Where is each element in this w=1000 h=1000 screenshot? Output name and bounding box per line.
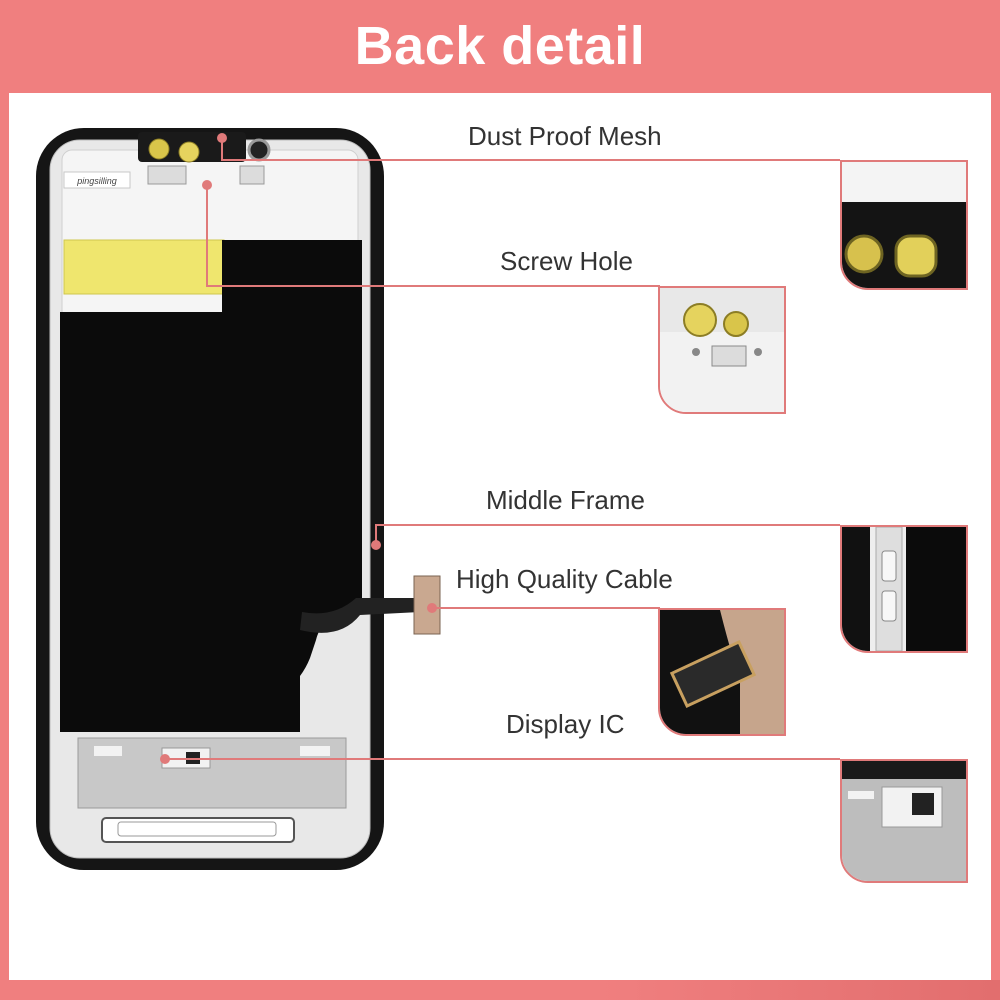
dust-proof-mesh-label: Dust Proof Mesh [468, 121, 662, 151]
ic-dot [160, 754, 170, 764]
callout-dots [160, 133, 437, 764]
dust-proof-mesh-inset [840, 160, 968, 290]
dust-line [221, 138, 840, 161]
flood-sensor [178, 141, 200, 163]
flex-cable-connector [413, 575, 441, 635]
yellow-tape [63, 239, 225, 295]
ic-label-1 [94, 746, 122, 756]
screw-bracket [147, 165, 187, 185]
high-quality-cable-label: High Quality Cable [456, 564, 673, 594]
dust-proof-mesh-detail [842, 162, 966, 288]
bottom-accent-stripe [0, 980, 1000, 1000]
display-ic-inset [840, 759, 968, 883]
screw-hole-inset [658, 286, 786, 414]
high-quality-cable-inset [658, 608, 786, 736]
header-bar: Back detail [0, 0, 1000, 92]
cable-dot [427, 603, 437, 613]
proximity-sensor [148, 138, 170, 160]
brand-sticker [63, 171, 131, 189]
graphite-sheet [60, 240, 362, 732]
middle-frame-inset [840, 525, 968, 653]
brand-sticker-text: pingsilling [76, 176, 117, 186]
earpiece-ring [247, 138, 271, 162]
screw-line [206, 185, 660, 287]
middle-frame-label: Middle Frame [486, 485, 645, 515]
screw-bracket-right [239, 165, 265, 185]
middle-frame-detail [842, 527, 966, 651]
page-title: Back detail [354, 16, 646, 76]
ic-label-2 [300, 746, 330, 756]
display-ic-label: Display IC [506, 709, 625, 739]
frame-dot [371, 540, 381, 550]
dust-dot [217, 133, 227, 143]
screw-hole-label: Screw Hole [500, 246, 633, 276]
callout-lines [165, 138, 840, 760]
bottom-slot-inner [117, 821, 277, 837]
frame-line [375, 524, 840, 545]
screw-dot [202, 180, 212, 190]
high-quality-cable-detail [660, 610, 784, 734]
display-ic-detail [842, 761, 966, 881]
screw-hole-detail [660, 288, 784, 412]
flex-cable [300, 598, 420, 633]
